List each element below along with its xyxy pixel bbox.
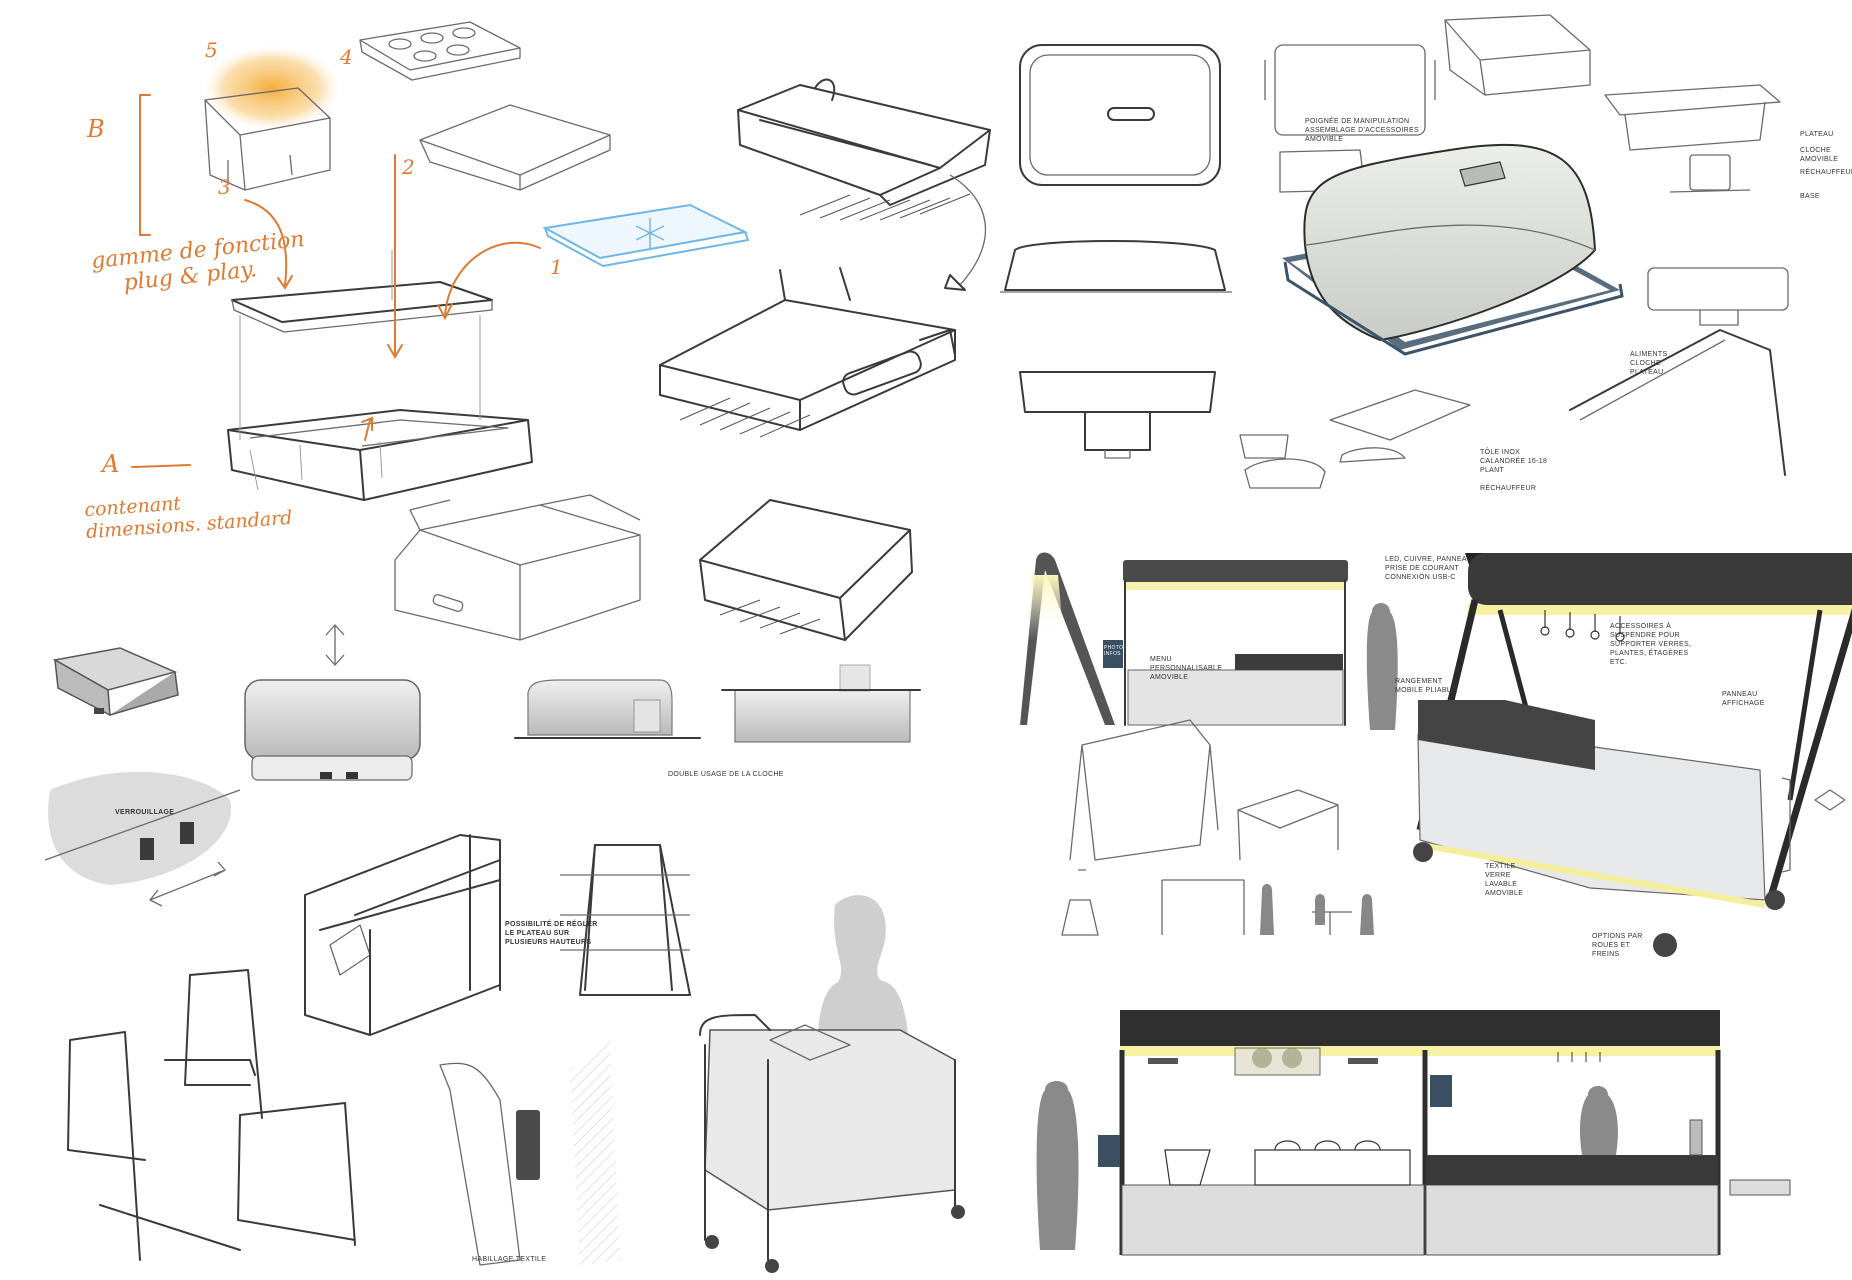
caption-accessoires: ACCESSOIRES À SUSPENDRE POUR SUPPORTER V… bbox=[1610, 623, 1692, 666]
marker-b: B bbox=[87, 115, 105, 143]
marker-4: 4 bbox=[340, 45, 353, 69]
caption-base: BASE bbox=[1800, 193, 1820, 200]
caption-reglage: POSSIBILITÉ DE RÉGLER LE PLATEAU SUR PLU… bbox=[505, 921, 598, 946]
caption-rechauffeur: RÉCHAUFFEUR bbox=[1800, 169, 1852, 176]
marker-3: 3 bbox=[218, 175, 231, 199]
modular-container-sketch bbox=[131, 21, 750, 641]
caption-menu: MENU PERSONNALISABLE AMOVIBLE bbox=[1150, 656, 1223, 681]
caption-options: OPTIONS PAR ROUES ET FREINS bbox=[1592, 933, 1643, 958]
caption-led: LED, CUIVRE, PANNEAU PRISE DE COURANT CO… bbox=[1385, 556, 1473, 581]
frame-trolley-sketches bbox=[67, 834, 965, 1273]
marker-1: 1 bbox=[550, 255, 563, 279]
marker-a: A bbox=[102, 450, 120, 478]
double-use-cloche-sketch bbox=[514, 664, 921, 743]
caption-aliments: ALIMENTS CLOCHE PLATEAU bbox=[1630, 351, 1668, 376]
caption-plateau: PLATEAU bbox=[1800, 131, 1834, 138]
caption-panneau: PANNEAU AFFICHAGE bbox=[1722, 691, 1765, 707]
caption-cloche: CLOCHE AMOVIBLE bbox=[1800, 147, 1839, 163]
caption-tole: TÔLE INOX CALANDRÉE 16-18 PLANT RÉCHAUFF… bbox=[1480, 449, 1548, 492]
caption-habillage: HABILLAGE TEXTILE bbox=[472, 1256, 547, 1263]
locking-container-sketches bbox=[44, 624, 421, 907]
marker-5: 5 bbox=[205, 38, 218, 62]
basket-tray-sketches bbox=[659, 78, 991, 641]
cloche-serving-sketches bbox=[1000, 14, 1789, 489]
caption-double-usage: DOUBLE USAGE DE LA CLOCHE bbox=[668, 771, 784, 778]
caption-rangement: RANGEMENT MOBILE PLIABLE bbox=[1395, 678, 1457, 694]
caption-textile: TEXTILE VERRE LAVABLE AMOVIBLE bbox=[1485, 863, 1524, 897]
caption-poignee: POIGNÉE DE MANIPULATION ASSEMBLAGE D'ACC… bbox=[1305, 118, 1419, 143]
buffet-counter-sketch bbox=[1036, 1010, 1791, 1256]
marker-2: 2 bbox=[402, 155, 415, 179]
a-frame-station-sketches bbox=[1020, 552, 1852, 957]
caption-fiche: PHOTO INFOS bbox=[1104, 645, 1124, 657]
caption-verrouillage: VERROUILLAGE bbox=[115, 809, 175, 816]
